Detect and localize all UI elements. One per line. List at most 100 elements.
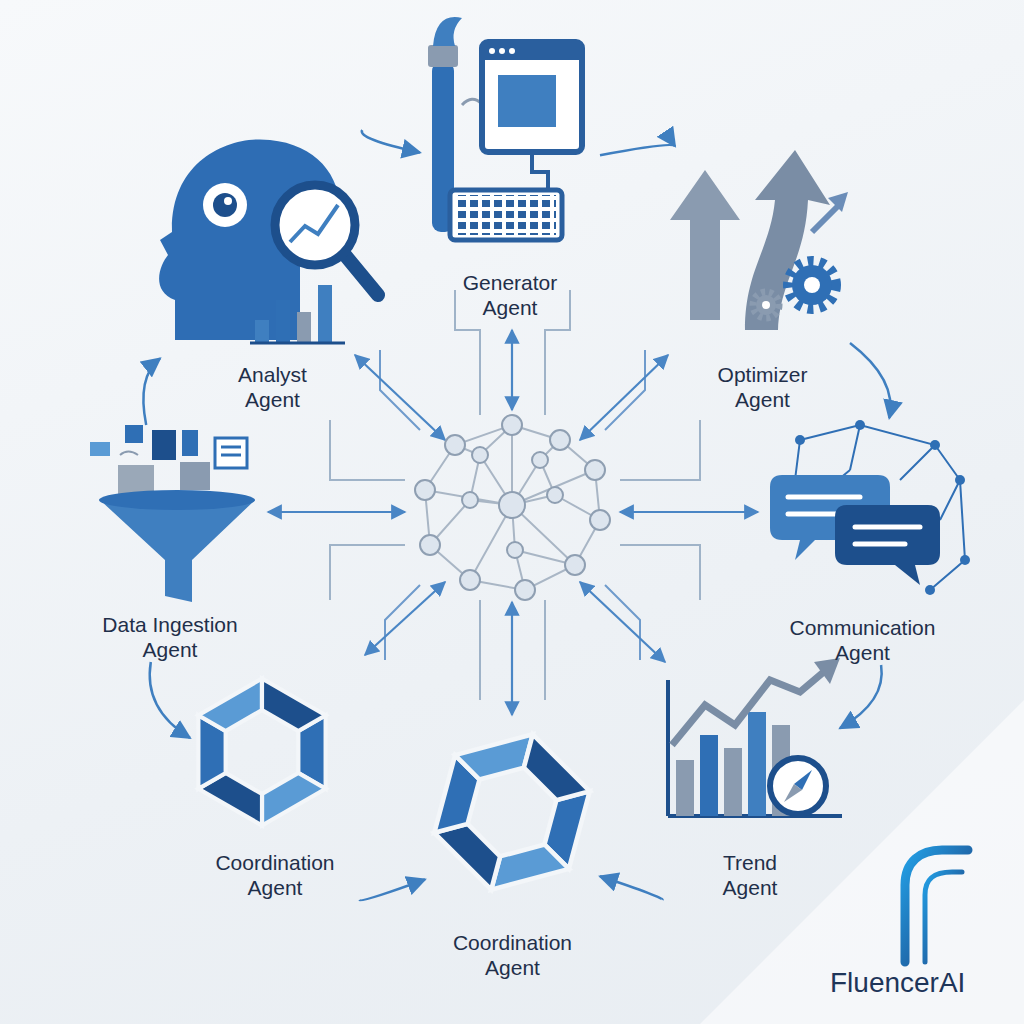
communication-icon-part-part: [955, 475, 965, 485]
generator-icon-part: [428, 45, 458, 67]
optimizer-icon-part: [792, 265, 832, 305]
network-hub-part-part: [420, 535, 440, 555]
background-facet: [700, 700, 1024, 1024]
hub-spokes-part: [511, 330, 513, 410]
network-hub-part: [425, 425, 600, 590]
network-hub-part: [425, 425, 600, 590]
cycle-arrow: [359, 880, 425, 901]
optimizer-icon-part: [753, 292, 779, 318]
agent-label: Communication Agent: [770, 615, 955, 665]
data-ingestion-icon-part: [118, 465, 154, 495]
data-ingestion-icon-part: [182, 430, 198, 456]
network-hub-part-part: [499, 492, 525, 518]
generator-icon-part: [433, 17, 462, 46]
circuit-traces-part: [385, 585, 420, 660]
logo-mark: [905, 850, 968, 962]
analyst-icon-part: [255, 320, 269, 342]
communication-icon-part-part: [925, 585, 935, 595]
agent-node: Communication Agent: [755, 418, 970, 665]
data-ingestion-icon-part: [180, 462, 210, 490]
agent-label: Generator Agent: [448, 270, 573, 320]
circuit-traces-part: [545, 290, 570, 415]
data-ingestion-icon-part: [120, 452, 138, 456]
hub-spokes-part: [511, 602, 513, 715]
coordination-icon-part: [424, 716, 600, 908]
circuit-traces-part: [330, 545, 405, 600]
analyst-icon-part: [345, 255, 378, 295]
analyst-icon: [159, 139, 378, 343]
agent-label: Data Ingestion Agent: [83, 612, 258, 662]
cycle-arrow: [143, 359, 160, 426]
generator-icon: [428, 17, 582, 240]
agent-node: Coordination Agent: [190, 680, 360, 900]
agent-label: Analyst Agent: [218, 362, 328, 412]
circuit-traces-part: [544, 600, 546, 700]
analyst-icon-part: [318, 285, 332, 342]
circuit-traces-part: [330, 420, 405, 480]
trend-icon-part: [784, 784, 802, 802]
hub-spokes: [268, 330, 758, 715]
circuit-traces-part: [620, 545, 700, 600]
optimizer-icon-part: [788, 261, 836, 309]
network-hub-part-part: [415, 480, 435, 500]
hub-spokes-part: [580, 582, 665, 662]
analyst-icon-part: [250, 342, 345, 345]
network-hub-part: [415, 415, 610, 600]
agent-label: Trend Agent: [705, 850, 795, 900]
network-hub-part-part: [515, 580, 535, 600]
circuit-traces-part: [479, 600, 481, 700]
communication-icon-part: [788, 495, 860, 500]
data-ingestion-icon-part: [100, 500, 255, 602]
trend-icon-part: [724, 748, 742, 816]
trend-icon: [668, 658, 842, 816]
communication-icon-part: [855, 542, 905, 547]
analyst-icon-part: [297, 312, 311, 342]
optimizer-icon-part: [804, 277, 820, 293]
network-hub-part-part: [550, 430, 570, 450]
optimizer-icon-part: [670, 170, 740, 320]
optimizer-icon-part: [812, 204, 840, 232]
logo-mark-part: [925, 872, 962, 962]
optimizer-icon-part: [828, 192, 848, 212]
agent-node: Generator Agent: [420, 25, 600, 320]
trend-icon-part: [676, 760, 694, 816]
network-hub-part-part: [590, 510, 610, 530]
analyst-icon-part: [203, 183, 247, 227]
circuit-traces-part: [605, 350, 645, 430]
cycle-arrow: [840, 665, 882, 728]
data-ingestion-icon-part: [90, 442, 110, 456]
generator-icon-part: [498, 75, 556, 127]
data-ingestion-icon-part: [125, 425, 143, 443]
network-hub-part-part: [565, 555, 585, 575]
cycle-arrow: [600, 876, 663, 900]
analyst-icon-part: [290, 205, 338, 242]
data-ingestion-icon: [90, 425, 255, 602]
trend-icon-part: [770, 758, 826, 814]
network-hub-part-part: [472, 447, 488, 463]
optimizer-icon-part: [762, 301, 770, 309]
optimizer-icon-part: [756, 295, 776, 315]
network-hub-part-part: [585, 460, 605, 480]
circuit-traces-part: [620, 420, 700, 480]
analyst-icon-part: [276, 300, 290, 342]
coordination-icon-part: [198, 679, 325, 826]
communication-icon-part: [855, 525, 920, 530]
network-hub-part-part: [462, 492, 478, 508]
circuit-traces: [330, 290, 700, 700]
logo-mark-part: [905, 850, 968, 962]
generator-icon-part: [450, 190, 562, 240]
data-ingestion-icon-part: [215, 438, 247, 468]
network-hub-part-part: [445, 435, 465, 455]
trend-icon-part: [700, 735, 718, 816]
coordination-icon: [424, 716, 600, 908]
hub-spokes-part: [268, 511, 405, 513]
cycle-arrow: [600, 145, 675, 155]
generator-icon-part: [509, 48, 515, 54]
agent-node: Coordination Agent: [425, 715, 600, 980]
cycle-arrow: [850, 343, 891, 418]
cycle-arrow: [362, 130, 420, 153]
circuit-traces-part: [455, 290, 480, 415]
